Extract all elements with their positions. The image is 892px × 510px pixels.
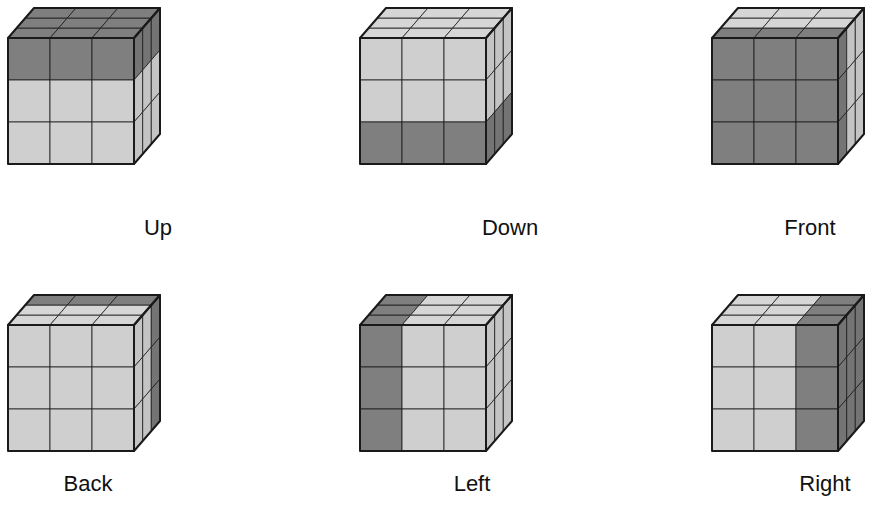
cube: [360, 295, 512, 451]
view-label: Back: [64, 471, 113, 497]
view-label: Up: [144, 215, 172, 241]
view-label: Front: [784, 215, 835, 241]
view-label: Left: [454, 471, 491, 497]
cube: [360, 8, 512, 164]
cube: [712, 295, 864, 451]
cube: [712, 8, 864, 164]
cube: [8, 295, 160, 451]
view-label: Right: [799, 471, 850, 497]
cube: [8, 8, 160, 164]
view-label: Down: [482, 215, 538, 241]
